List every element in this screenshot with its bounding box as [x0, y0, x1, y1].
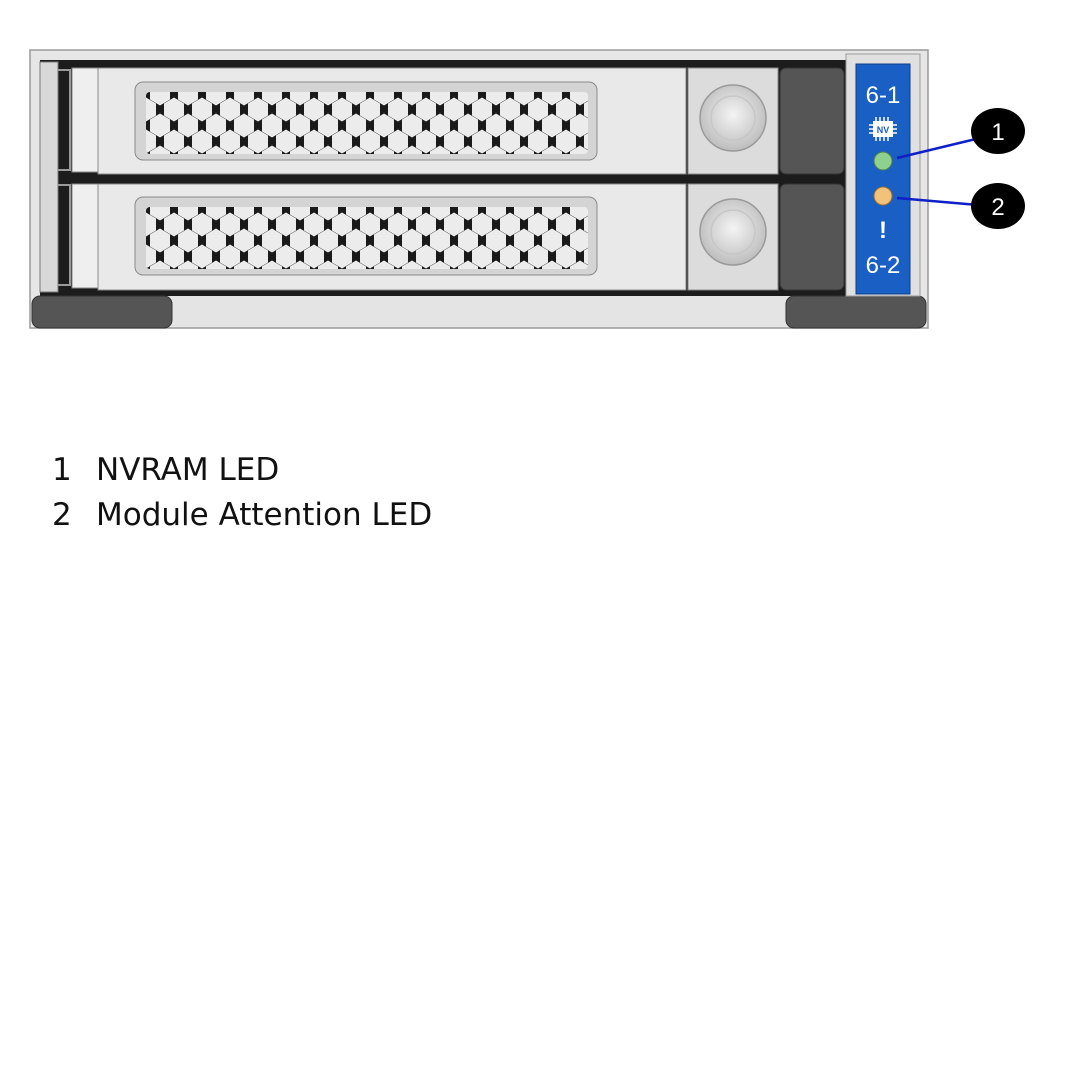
callout-bubble-1: 1 — [971, 108, 1025, 154]
callout-line-2 — [896, 196, 979, 207]
left-foot — [31, 295, 173, 329]
legend-item: 2 Module Attention LED — [52, 497, 432, 542]
nvram-icon-text: NV — [877, 125, 890, 135]
attention-led — [873, 186, 893, 206]
legend-label: NVRAM LED — [96, 452, 280, 488]
nvram-led — [873, 151, 893, 171]
slot-label-bottom: 6-2 — [866, 252, 901, 279]
callout-number-2: 2 — [991, 194, 1004, 221]
attention-icon: ! — [879, 217, 887, 244]
legend-number: 2 — [52, 497, 72, 533]
legend-number: 1 — [52, 452, 72, 488]
nvram-chip-icon: NV — [869, 117, 897, 141]
callout-number-1: 1 — [991, 119, 1004, 146]
legend-item: 1 NVRAM LED — [52, 452, 432, 497]
carrier-handle-top[interactable] — [779, 67, 845, 175]
vent-grille-top — [146, 92, 588, 154]
carrier-top[interactable] — [97, 67, 845, 175]
right-foot — [785, 295, 927, 329]
release-button-top[interactable] — [699, 84, 767, 152]
legend-label: Module Attention LED — [96, 497, 433, 533]
carrier-bottom[interactable] — [97, 183, 845, 291]
slot-label-top: 6-1 — [866, 82, 901, 109]
module-diagram: 6-1 NV ! 6-2 1 2 — [29, 49, 1025, 329]
vent-grille-bottom — [146, 207, 588, 269]
callout-line-1 — [896, 136, 981, 160]
legend: 1 NVRAM LED 2 Module Attention LED — [52, 452, 432, 542]
release-button-bottom[interactable] — [699, 198, 767, 266]
callout-bubble-2: 2 — [971, 183, 1025, 229]
carrier-handle-bottom[interactable] — [779, 183, 845, 291]
left-latch[interactable] — [39, 61, 99, 293]
led-panel — [855, 63, 911, 295]
